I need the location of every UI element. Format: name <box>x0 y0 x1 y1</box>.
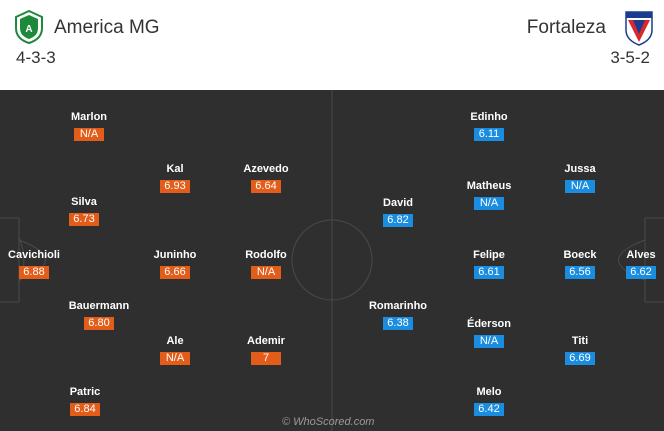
player-name: Marlon <box>70 111 108 123</box>
player-rating: N/A <box>160 352 190 365</box>
away-formation: 3-5-2 <box>610 48 650 67</box>
away-player[interactable]: David 6.82 <box>353 197 443 228</box>
player-rating: 6.61 <box>474 266 504 279</box>
home-player[interactable]: Patric 6.84 <box>40 386 130 417</box>
player-name: Silva <box>71 196 97 208</box>
player-rating: 6.42 <box>474 403 504 416</box>
player-rating: N/A <box>565 180 595 193</box>
player-name: Matheus <box>466 180 512 192</box>
away-player[interactable]: Romarinho 6.38 <box>353 300 443 331</box>
player-rating: 6.93 <box>160 180 190 193</box>
pitch: Marlon N/A Kal 6.93 Azevedo 6.64 Silva 6… <box>0 90 664 431</box>
player-rating: 6.69 <box>565 352 595 365</box>
player-name: David <box>383 197 413 209</box>
player-rating: 7 <box>251 352 281 365</box>
player-rating: 6.56 <box>565 266 595 279</box>
player-rating: 6.64 <box>251 180 281 193</box>
player-name: Romarinho <box>368 300 428 312</box>
home-player[interactable]: Rodolfo N/A <box>221 249 311 280</box>
player-name: Cavichioli <box>8 249 60 261</box>
player-rating: N/A <box>474 335 504 348</box>
player-name: Edinho <box>470 111 508 123</box>
away-player[interactable]: Alves 6.62 <box>596 249 664 280</box>
home-player[interactable]: Bauermann 6.80 <box>54 300 144 331</box>
home-player[interactable]: Juninho 6.66 <box>130 249 220 280</box>
player-name: Ale <box>166 335 184 347</box>
away-player[interactable]: Felipe 6.61 <box>444 249 534 280</box>
home-player[interactable]: Silva 6.73 <box>39 196 129 227</box>
player-name: Kal <box>166 163 184 175</box>
player-rating: 6.73 <box>69 213 99 226</box>
home-formation: 4-3-3 <box>16 48 56 67</box>
away-player[interactable]: Titi 6.69 <box>535 335 625 366</box>
player-rating: 6.62 <box>626 266 656 279</box>
away-player[interactable]: Edinho 6.11 <box>444 111 534 142</box>
home-player[interactable]: Kal 6.93 <box>130 163 220 194</box>
home-team-name: America MG <box>54 17 160 38</box>
player-name: Azevedo <box>243 163 289 175</box>
player-name: Boeck <box>563 249 597 261</box>
america-mg-crest-icon: A <box>14 9 44 49</box>
home-player[interactable]: Marlon N/A <box>44 111 134 142</box>
away-player[interactable]: Éderson N/A <box>444 318 534 349</box>
player-name: Ademir <box>247 335 285 347</box>
home-player[interactable]: Cavichioli 6.88 <box>0 249 79 280</box>
player-name: Melo <box>476 386 502 398</box>
home-player[interactable]: Ademir 7 <box>221 335 311 366</box>
player-name: Éderson <box>466 318 511 330</box>
player-name: Rodolfo <box>245 249 287 261</box>
player-rating: 6.66 <box>160 266 190 279</box>
player-name: Alves <box>626 249 656 261</box>
home-player[interactable]: Azevedo 6.64 <box>221 163 311 194</box>
player-name: Patric <box>69 386 101 398</box>
player-name: Titi <box>571 335 589 347</box>
away-player[interactable]: Matheus N/A <box>444 180 534 211</box>
match-header: A America MG 4-3-3 Fortaleza 3-5-2 <box>0 0 664 90</box>
player-rating: 6.82 <box>383 214 413 227</box>
away-player[interactable]: Melo 6.42 <box>444 386 534 417</box>
player-rating: 6.38 <box>383 317 413 330</box>
player-rating: 6.11 <box>474 128 504 141</box>
away-team-name: Fortaleza <box>526 17 606 38</box>
away-player[interactable]: Jussa N/A <box>535 163 625 194</box>
player-rating: N/A <box>474 197 504 210</box>
player-rating: 6.84 <box>70 403 100 416</box>
player-rating: N/A <box>251 266 281 279</box>
watermark: © WhoScored.com <box>282 416 375 428</box>
away-player[interactable]: Boeck 6.56 <box>535 249 625 280</box>
player-rating: 6.80 <box>84 317 114 330</box>
player-rating: 6.88 <box>19 266 49 279</box>
fortaleza-crest-icon <box>624 10 654 51</box>
svg-text:A: A <box>25 24 32 35</box>
home-player[interactable]: Ale N/A <box>130 335 220 366</box>
player-rating: N/A <box>74 128 104 141</box>
player-name: Juninho <box>153 249 197 261</box>
player-name: Jussa <box>564 163 596 175</box>
player-name: Felipe <box>473 249 505 261</box>
player-name: Bauermann <box>68 300 130 312</box>
